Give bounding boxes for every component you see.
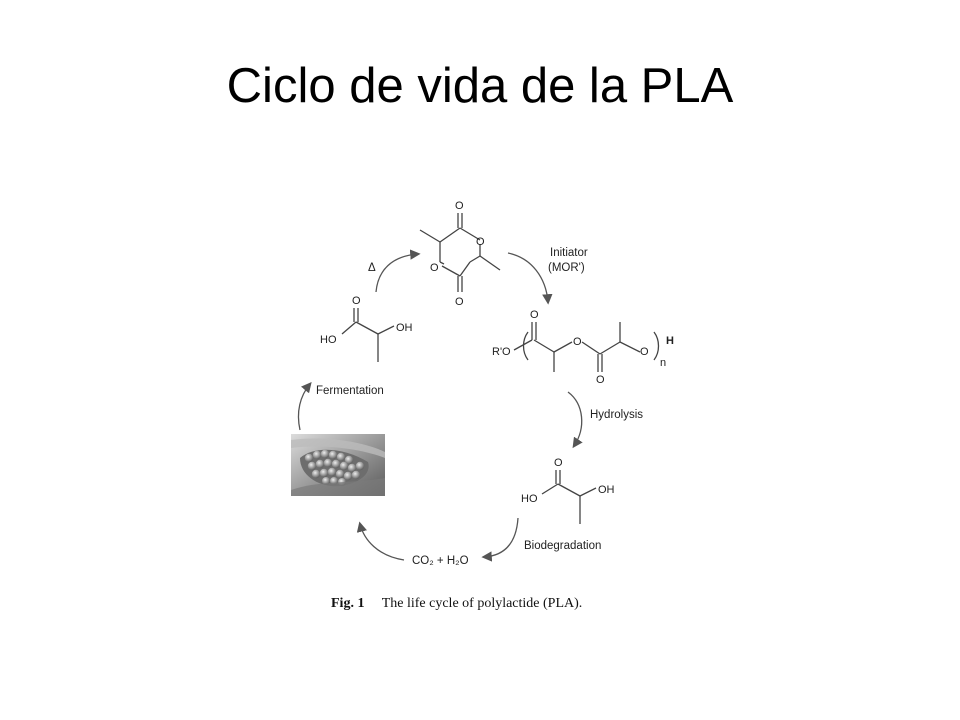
lactide-structure: O O O O: [420, 200, 500, 308]
atom-o: O: [554, 457, 563, 469]
atom-o: O: [430, 262, 439, 274]
fermentation-label: Fermentation: [316, 385, 384, 397]
caption-prefix: Fig. 1: [331, 596, 364, 611]
atom-o: O: [352, 295, 361, 307]
repeat-n: n: [660, 357, 666, 369]
co2-h2o-label: CO₂ + H₂O: [412, 555, 469, 567]
atom-ro: R'O: [492, 346, 511, 358]
atom-o: O: [455, 296, 464, 308]
hydrolysis-arrow: [568, 392, 582, 446]
atom-o: O: [530, 309, 539, 321]
lactic-acid-structure-lower: O HO OH: [521, 457, 615, 524]
atom-o: O: [455, 200, 464, 212]
initiator-arrow: [508, 253, 548, 302]
polylactide-structure: R'O O O O O n H: [492, 309, 674, 386]
atom-oh: OH: [396, 322, 413, 334]
growth-arrow: [360, 524, 404, 560]
initiator-reagent-label: (MOR'): [548, 262, 585, 274]
caption-text: The life cycle of polylactide (PLA).: [382, 596, 583, 611]
atom-o: O: [596, 374, 605, 386]
atom-o: O: [640, 346, 649, 358]
corn-image: [291, 434, 385, 496]
initiator-label: Initiator: [550, 247, 588, 259]
atom-oh: OH: [598, 484, 615, 496]
atom-ho: HO: [521, 493, 538, 505]
lactic-acid-structure-upper: O HO OH: [320, 295, 413, 362]
atom-h: H: [666, 335, 674, 347]
heat-arrow: [376, 254, 418, 292]
caption: Fig. 1 The life cycle of polylactide (PL…: [331, 596, 582, 611]
biodegradation-arrow: [484, 518, 518, 557]
fermentation-arrow: [298, 384, 310, 430]
atom-o: O: [573, 336, 582, 348]
atom-ho: HO: [320, 334, 337, 346]
delta-label: Δ: [368, 262, 376, 274]
atom-o: O: [476, 236, 485, 248]
biodegradation-label: Biodegradation: [524, 540, 601, 552]
hydrolysis-label: Hydrolysis: [590, 409, 643, 421]
